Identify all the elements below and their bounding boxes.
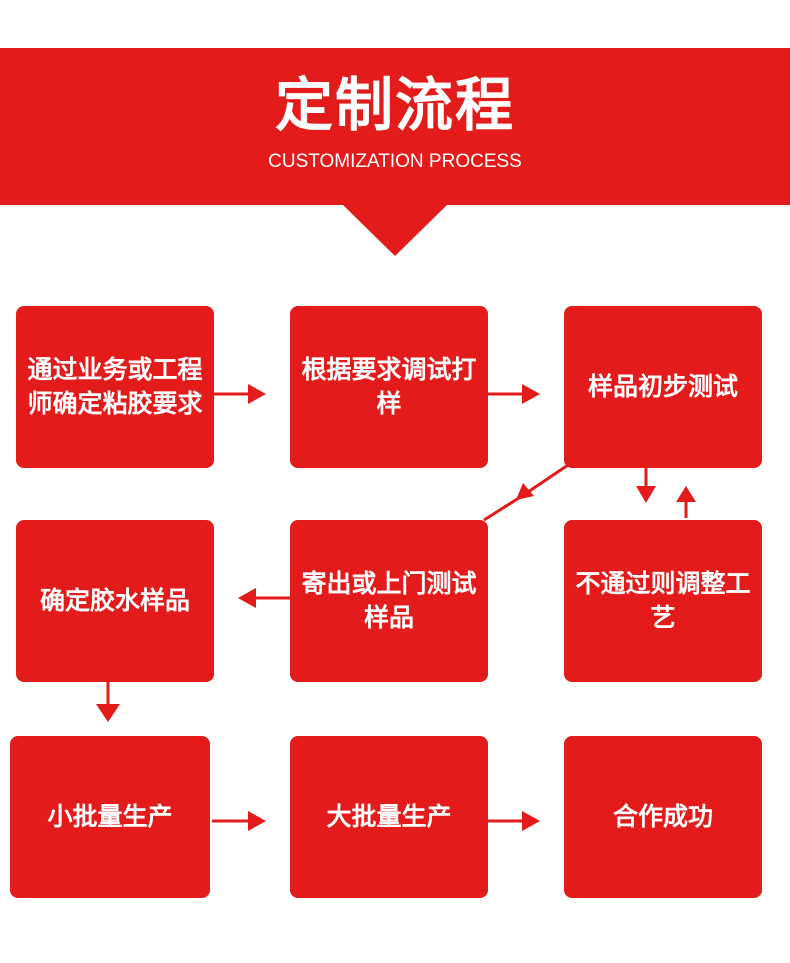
step-label: 合作成功 [612,802,713,831]
step-label: 小批量生产 [47,802,173,831]
step-label: 根据要求调试打样 [301,355,477,418]
header-banner [0,48,790,205]
step-trial-sampling: 根据要求调试打样 [290,306,488,468]
step-success: 合作成功 [564,736,762,898]
arrow-down-icon [96,682,120,722]
step-initial-test: 样品初步测试 [564,306,762,468]
arrow-right-icon [488,811,540,831]
arrow-left-icon [238,588,290,608]
step-label: 不通过则调整工艺 [575,569,751,632]
step-label: 大批量生产 [326,802,452,831]
arrow-right-icon [212,811,266,831]
step-label: 通过业务或工程师确定粘胶要求 [27,355,203,418]
step-adjust-process: 不通过则调整工艺 [564,520,762,682]
arrow-diagonal-icon [483,463,569,522]
page-subtitle: CUSTOMIZATION PROCESS [268,151,522,172]
step-confirm-sample: 确定胶水样品 [16,520,214,682]
step-mass-production: 大批量生产 [290,736,488,898]
arrow-down-icon [636,468,656,503]
arrow-up-icon [676,486,696,518]
step-label: 确定胶水样品 [39,586,190,615]
page-title: 定制流程 [274,71,515,139]
step-send-sample: 寄出或上门测试样品 [290,520,488,682]
banner-notch [342,204,448,256]
arrow-right-icon [214,384,266,404]
step-label: 样品初步测试 [587,372,738,401]
step-label: 寄出或上门测试样品 [301,569,477,632]
step-small-batch: 小批量生产 [10,736,210,898]
step-confirm-requirements: 通过业务或工程师确定粘胶要求 [16,306,214,468]
arrow-right-icon [488,384,540,404]
